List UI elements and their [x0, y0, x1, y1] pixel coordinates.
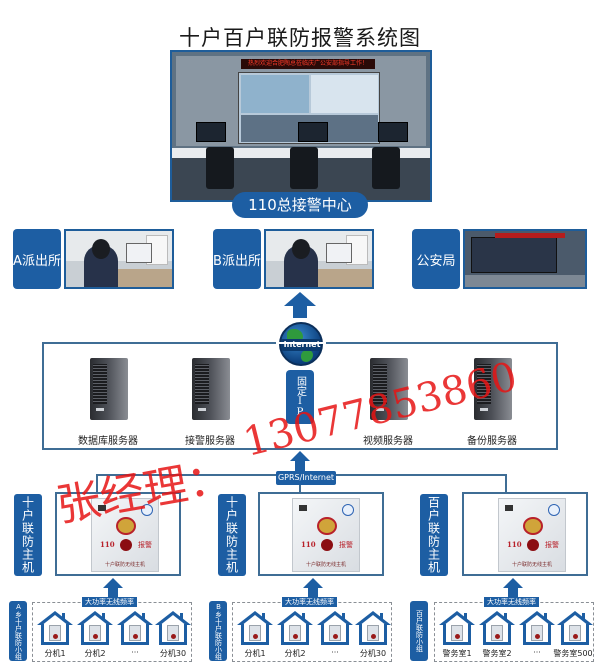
monitor	[298, 122, 328, 142]
host-unit-frame: 110 报警 十户联防无线主机	[462, 492, 588, 576]
alarm-button	[527, 539, 539, 551]
host-unit-frame: 110 报警 十户联防无线主机	[55, 492, 181, 576]
diagram-title: 十户百户联防报警系统图	[179, 26, 421, 50]
extension-label: ···	[533, 648, 541, 657]
wireless-band-label: 大功率无线频率	[82, 597, 137, 607]
arrow-up-icon	[103, 578, 123, 598]
server-label-alarm: 接警服务器	[185, 436, 235, 447]
arrow-up-icon	[290, 451, 310, 473]
police-emblem-icon	[116, 517, 136, 535]
group-label: A乡十户联防小组	[9, 601, 27, 661]
house-icon	[117, 611, 153, 645]
monitor	[196, 122, 226, 142]
extension-label: 分机2	[84, 649, 106, 658]
group-label: 百户联防小组	[410, 601, 428, 661]
server-icon	[184, 358, 236, 420]
led-banner: 热烈欢迎合肥陶总莅临庆广公安部指导工作！	[241, 59, 375, 69]
house-icon	[277, 611, 313, 645]
alarm-host-device: 110 报警 十户联防无线主机	[91, 498, 159, 572]
extension-label: 警务室2	[482, 649, 512, 658]
server-label-backup: 备份服务器	[467, 436, 517, 447]
station-photo-b	[264, 229, 374, 289]
house-icon	[479, 611, 515, 645]
chair	[290, 147, 318, 189]
extension-label: 分机30	[359, 649, 387, 658]
host-label: 十户联防主机	[14, 494, 42, 576]
house-icon	[155, 611, 191, 645]
wireless-band-label: 大功率无线频率	[282, 597, 337, 607]
station-label-bureau: 公安局	[412, 229, 460, 289]
globe-label: Internet	[281, 339, 321, 351]
house-icon	[439, 611, 475, 645]
group-frame: 分机1 分机2 ··· 分机30	[32, 602, 192, 662]
gprs-internet-label: GPRS/Internet	[276, 471, 336, 485]
extension-label: 警务室1	[442, 649, 472, 658]
device-alarm-text: 报警	[545, 541, 559, 549]
host-unit-frame: 110 报警 十户联防无线主机	[258, 492, 384, 576]
station-label-b: B派出所	[213, 229, 261, 289]
host-label: 百户联防主机	[420, 494, 448, 576]
internet-globe-icon: Internet	[279, 322, 323, 366]
device-number: 110	[507, 540, 522, 549]
fixed-ip-label: 固定IP	[286, 370, 314, 424]
extension-label: ···	[331, 648, 339, 657]
extension-label: 分机1	[244, 649, 266, 658]
police-logo-icon	[342, 504, 354, 516]
network-drop-line	[299, 480, 301, 494]
chair	[372, 147, 400, 189]
chair	[206, 147, 234, 189]
house-icon	[77, 611, 113, 645]
device-name: 十户联防无线主机	[511, 562, 552, 568]
station-label-a: A派出所	[13, 229, 61, 289]
arrow-up-icon	[303, 578, 323, 598]
command-center-label: 110总接警中心	[232, 192, 368, 218]
station-photo-bureau	[463, 229, 587, 289]
network-drop-line	[505, 474, 507, 494]
extension-label: 分机30	[159, 649, 187, 658]
alarm-host-device: 110 报警 十户联防无线主机	[498, 498, 566, 572]
police-emblem-icon	[317, 517, 337, 535]
alarm-button	[120, 539, 132, 551]
device-number: 110	[301, 540, 316, 549]
device-alarm-text: 报警	[138, 541, 152, 549]
extension-label: 分机1	[44, 649, 66, 658]
police-emblem-icon	[523, 517, 543, 535]
arrow-up-icon	[284, 292, 316, 318]
extension-label: ···	[131, 648, 139, 657]
server-label-video: 视频服务器	[363, 436, 413, 447]
house-icon	[519, 611, 555, 645]
monitor	[378, 122, 408, 142]
device-alarm-text: 报警	[339, 541, 353, 549]
house-icon	[355, 611, 391, 645]
alarm-button	[321, 539, 333, 551]
house-icon	[37, 611, 73, 645]
group-label: B乡十户联防小组	[209, 601, 227, 661]
arrow-up-icon	[503, 578, 523, 598]
house-icon	[237, 611, 273, 645]
device-name: 十户联防无线主机	[104, 562, 145, 568]
police-logo-icon	[548, 504, 560, 516]
server-icon	[466, 358, 518, 420]
device-name: 十户联防无线主机	[305, 562, 346, 568]
station-photo-a	[64, 229, 174, 289]
command-center-photo: 热烈欢迎合肥陶总莅临庆广公安部指导工作！	[170, 50, 432, 202]
wireless-band-label: 大功率无线频率	[484, 597, 539, 607]
network-drop-line	[96, 474, 98, 494]
host-label: 十户联防主机	[218, 494, 246, 576]
device-number: 110	[100, 540, 115, 549]
group-frame: 警务室1 警务室2 ··· 警务室500	[434, 602, 594, 662]
extension-label: 警务室500	[553, 649, 593, 658]
server-icon	[82, 358, 134, 420]
server-label-database: 数据库服务器	[78, 436, 138, 447]
extension-label: 分机2	[284, 649, 306, 658]
house-icon	[317, 611, 353, 645]
group-frame: 分机1 分机2 ··· 分机30	[232, 602, 392, 662]
police-logo-icon	[141, 504, 153, 516]
house-icon	[557, 611, 593, 645]
alarm-host-device: 110 报警 十户联防无线主机	[292, 498, 360, 572]
server-icon	[362, 358, 414, 420]
